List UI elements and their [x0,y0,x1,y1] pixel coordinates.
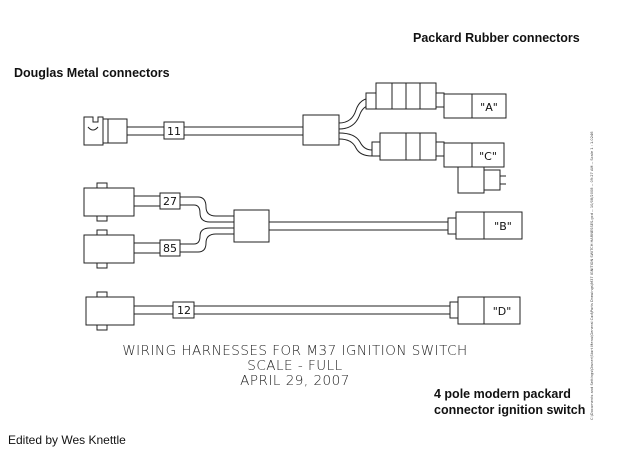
file-path-caption: C:\Documents and Settings\Owner\Start Me… [590,131,594,420]
wire-tag-85: 85 [163,242,177,255]
connector-c-label: "C" [479,150,497,163]
harness-27-85: 27 85 "B" [83,182,523,269]
douglas-connector-11 [83,116,164,146]
packard-chain-a [365,82,507,119]
packard-chain-c [371,132,506,194]
wire-tag-27: 27 [163,195,177,208]
modern-packard-label-2: connector ignition switch [434,403,586,417]
harness-11: 11 "A" [83,82,507,194]
title-line-1: WIRING HARNESSES FOR M37 IGNITION SWITCH [122,343,468,359]
douglas-metal-label: Douglas Metal connectors [14,66,170,80]
douglas-connector-85 [83,229,160,269]
modern-packard-label-1: 4 pole modern packard [434,387,571,401]
packard-rubber-label: Packard Rubber connectors [413,31,580,45]
connector-a-label: "A" [480,101,498,114]
wire-tag-12: 12 [177,304,191,317]
wire-tag-box-12 [172,301,195,319]
connector-d-label: "D" [493,305,512,318]
packard-connector-d [449,296,521,325]
wire-tag-box-11 [163,121,185,140]
connector-b-label: "B" [494,220,512,233]
splice-block-2 [233,209,270,243]
douglas-connector-12 [85,291,173,331]
credit-label: Edited by Wes Knettle [8,433,126,447]
harness-12: 12 "D" [85,291,521,331]
title-line-3: APRIL 29, 2007 [240,373,350,389]
douglas-connector-27 [83,182,160,222]
wire-tag-11: 11 [167,125,181,138]
packard-connector-b [447,211,523,240]
splice-block-1 [302,114,340,146]
wire-tag-box-85 [159,239,181,257]
title-line-2: SCALE - FULL [247,358,343,374]
drawing-title-block: WIRING HARNESSES FOR M37 IGNITION SWITCH… [100,344,490,389]
wire-tag-box-27 [159,192,181,210]
